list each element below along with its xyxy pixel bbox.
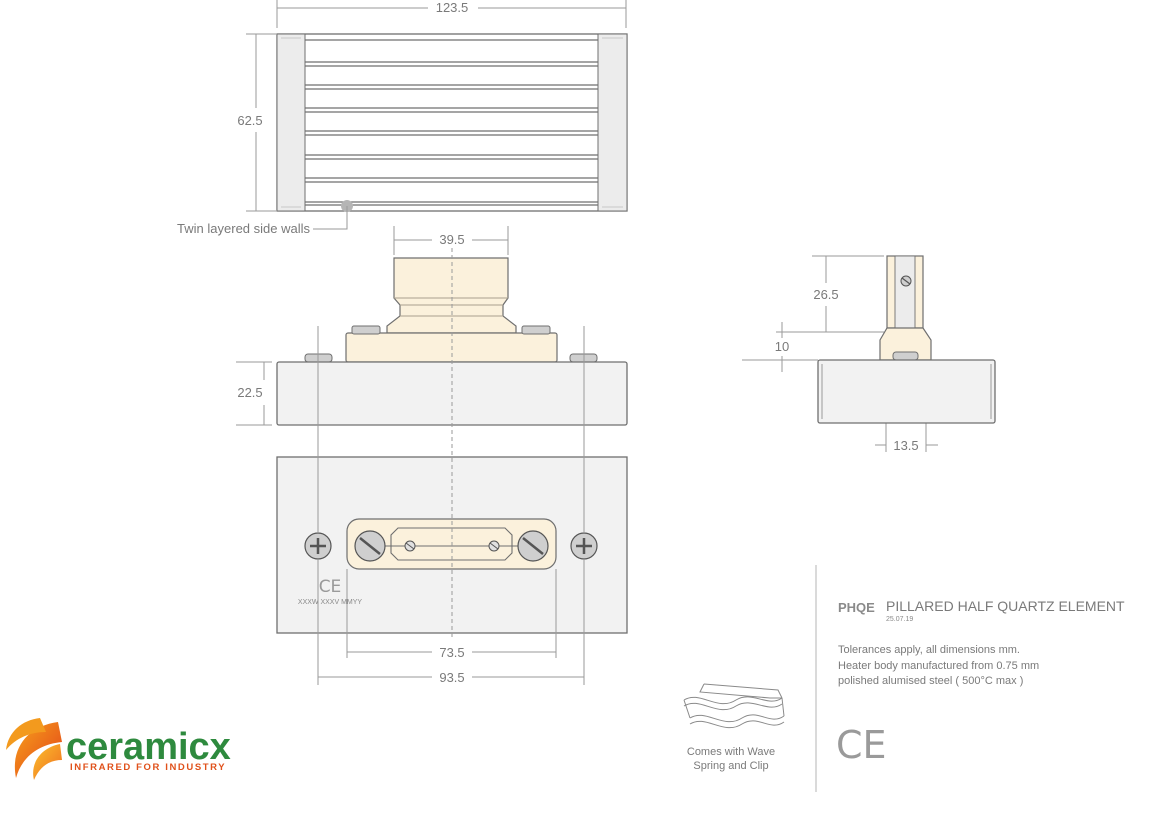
product-code: PHQE (838, 600, 875, 615)
small-screw-left (404, 540, 416, 552)
front-view: 39.5 22.5 (236, 226, 628, 426)
dim-label-side-base: 10 (775, 339, 789, 354)
clip-right (521, 325, 551, 335)
wave-spring-label-1: Comes with Wave (687, 746, 775, 758)
dim-label-inner-span: 73.5 (439, 645, 464, 660)
note-tolerances: Tolerances apply, all dimensions mm. (838, 644, 1020, 656)
side-body (817, 359, 996, 424)
dim-label-side-pillar: 26.5 (813, 287, 838, 302)
dim-label-body-height: 22.5 (237, 385, 262, 400)
flame-top-icon (6, 718, 46, 750)
small-screw-right (488, 540, 500, 552)
terminal-screw-left (354, 530, 386, 562)
top-body (276, 33, 628, 212)
dim-top-height (246, 33, 276, 212)
clip-left (351, 325, 381, 335)
drawing-date: 25.07.19 (886, 616, 913, 623)
ce-mark: CE (836, 723, 887, 767)
marking-code: XXXW XXXV MMYY (298, 599, 363, 606)
flame-mid-icon (33, 744, 62, 780)
wave-spring-illustration (683, 683, 785, 729)
side-pillar-channel (894, 255, 916, 329)
terminal-screw-right (517, 530, 549, 562)
dim-spans (317, 569, 585, 685)
wave-spring-label-2: Spring and Clip (693, 760, 768, 772)
dim-label-outer-span: 93.5 (439, 670, 464, 685)
centre-lines (317, 248, 585, 685)
top-view: 123.5 62.5 Twin l (177, 0, 628, 236)
dim-label-top-height: 62.5 (237, 113, 262, 128)
ceramicx-logo: ceramicx INFRARED FOR INDUSTRY (6, 718, 231, 780)
side-walls-label: Twin layered side walls (177, 221, 310, 236)
marking-ce: CE (319, 577, 342, 597)
dim-top-width (276, 0, 627, 28)
side-view: 26.5 10 13.5 (742, 255, 996, 453)
fixing-screw-right (570, 532, 598, 560)
quartz-tubes (305, 39, 598, 206)
brand-tagline: INFRARED FOR INDUSTRY (70, 762, 226, 773)
callout-line (313, 206, 348, 230)
note-steel: polished alumised steel ( 500°C max ) (838, 675, 1023, 687)
note-material: Heater body manufactured from 0.75 mm (838, 660, 1039, 672)
product-name: PILLARED HALF QUARTZ ELEMENT (886, 598, 1125, 614)
side-wall-right (597, 33, 628, 212)
heater-body-front (276, 361, 628, 426)
brand-name: ceramicx (66, 726, 231, 768)
dim-label-top-width: 123.5 (436, 0, 469, 15)
dim-pillar-width (393, 226, 509, 255)
side-wall-left (276, 33, 306, 212)
fixing-screw-left (304, 532, 332, 560)
dim-label-side-width: 13.5 (893, 438, 918, 453)
dim-label-pillar-width: 39.5 (439, 232, 464, 247)
dim-body-height (236, 361, 272, 426)
flame-outer-icon (14, 722, 62, 778)
